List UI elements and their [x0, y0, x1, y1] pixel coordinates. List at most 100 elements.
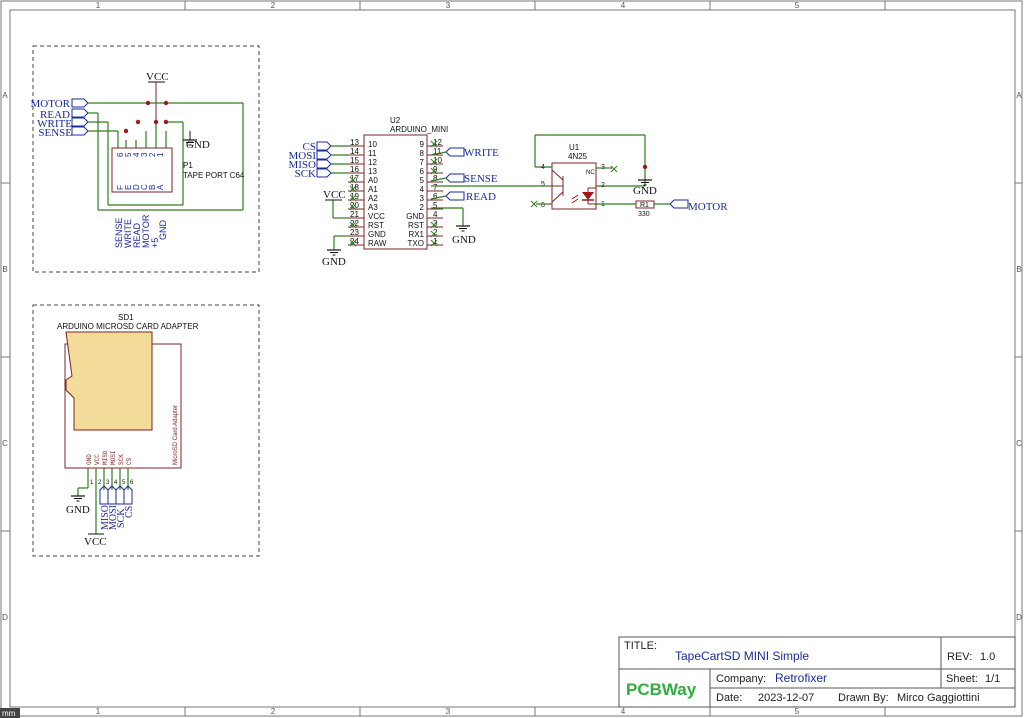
- opto-pin-6: 6: [541, 202, 545, 209]
- ard-rname-8: 8: [420, 149, 425, 158]
- tape-name: TAPE PORT C64: [183, 171, 245, 180]
- ard-lnum-21: 21: [350, 210, 359, 219]
- sheet-label: Sheet:: [946, 673, 978, 685]
- date-value: 2023-12-07: [758, 692, 814, 704]
- sd-gnd-label: GND: [66, 504, 90, 516]
- sd-num-3: 3: [106, 480, 110, 486]
- tape-pin-a: A: [156, 184, 165, 190]
- ard-net-cs: CS: [303, 141, 316, 153]
- ard-rnum-11: 11: [433, 147, 442, 156]
- date-label: Date:: [716, 692, 742, 704]
- sheet-value: 1/1: [985, 673, 1000, 685]
- sd-num-6: 6: [130, 480, 134, 486]
- sd-net-cs: CS: [124, 506, 135, 518]
- tape-pin-6: 6: [116, 152, 125, 157]
- ard-rnum-4: 4: [433, 210, 438, 219]
- ard-lname-a3: A3: [368, 203, 378, 212]
- sd-pin-cs: CS: [126, 457, 133, 465]
- tape-ref: P1: [183, 161, 193, 170]
- company-value: Retrofixer: [775, 671, 827, 685]
- sd-vcc-label: VCC: [84, 536, 107, 548]
- ard-rname-9: 9: [420, 140, 425, 149]
- ard-rnum-7: 7: [433, 183, 438, 192]
- tape-bottom-read: READ: [132, 222, 142, 248]
- ard-rname-5: 5: [420, 176, 425, 185]
- opto-ref: U1: [569, 143, 580, 152]
- row-label-d-right: D: [1016, 613, 1022, 622]
- col-label-1: 1: [96, 1, 101, 10]
- row-label-b: B: [2, 265, 7, 274]
- ard-gnd-right: GND: [452, 234, 476, 246]
- opto-gnd-label: GND: [633, 185, 657, 197]
- ard-rname-4: 4: [420, 185, 425, 194]
- ard-rname-rx1: RX1: [408, 230, 424, 239]
- sd-net-miso: MISO: [100, 505, 111, 530]
- ard-rnum-12: 12: [433, 138, 442, 147]
- ard-lname-vcc: VCC: [368, 212, 385, 221]
- col-label-4-bottom: 4: [621, 707, 626, 716]
- opto-name: 4N25: [568, 152, 588, 161]
- tape-net-read: READ: [40, 109, 70, 121]
- tape-bottom-motor: MOTOR: [141, 214, 151, 248]
- unit-tag: mm: [2, 709, 16, 718]
- ard-lname-a2: A2: [368, 194, 378, 203]
- rev-label: REV:: [947, 651, 972, 663]
- ard-lnum-16: 16: [350, 165, 359, 174]
- row-label-b-right: B: [1016, 265, 1021, 274]
- sd-num-4: 4: [114, 480, 118, 486]
- ard-net-sense: SENSE: [464, 173, 498, 185]
- tape-pin-5: 5: [124, 152, 133, 157]
- tape-pin-2: 2: [148, 152, 157, 157]
- company-label: Company:: [716, 673, 766, 685]
- sd-name: ARDUINO MICROSD CARD ADAPTER: [57, 322, 199, 331]
- tape-bottom-gnd: GND: [158, 220, 168, 241]
- row-label-a-right: A: [1016, 91, 1022, 100]
- row-label-c: C: [2, 439, 8, 448]
- ard-rname-rst: RST: [408, 221, 424, 230]
- tape-net-motor: MOTOR: [30, 98, 70, 110]
- tape-net-write: WRITE: [37, 118, 72, 130]
- tape-vcc-label: VCC: [146, 71, 169, 83]
- ard-lname-a1: A1: [368, 185, 378, 194]
- ard-net-mosi: MOSI: [288, 150, 316, 162]
- ard-rname-7: 7: [420, 158, 425, 167]
- ard-rnum-10: 10: [433, 156, 442, 165]
- opto-nc: NC: [586, 170, 595, 176]
- ard-net-write: WRITE: [464, 147, 499, 159]
- arduino-name: ARDUINO_MINI: [390, 125, 448, 134]
- sd-num-5: 5: [122, 480, 126, 486]
- sd-side-label: MicroSD Card Adapter: [173, 405, 179, 465]
- row-label-d: D: [2, 613, 8, 622]
- ard-gnd-left: GND: [322, 256, 346, 268]
- opto-net-motor: MOTOR: [688, 201, 728, 213]
- ard-lnum-23: 23: [350, 228, 359, 237]
- col-label-1-bottom: 1: [96, 707, 101, 716]
- col-label-3-bottom: 3: [446, 707, 451, 716]
- ard-lname-12: 12: [368, 158, 377, 167]
- sd-net-mosi: MOSI: [108, 505, 119, 530]
- ard-rname-2: 2: [420, 203, 425, 212]
- sd-pin-mosi: MOSI: [110, 451, 117, 465]
- tape-port-block: VCC MOTOR READ WRITE SENSE: [30, 45, 260, 273]
- ard-net-read: READ: [466, 191, 496, 203]
- title-label: TITLE:: [624, 640, 657, 652]
- col-label-5-bottom: 5: [795, 707, 800, 716]
- tape-pin-d: D: [132, 184, 141, 190]
- ard-lname-rst: RST: [368, 221, 384, 230]
- tape-bottom-write: WRITE: [123, 219, 133, 248]
- ard-rname-gnd: GND: [406, 212, 424, 221]
- sd-ref: SD1: [118, 313, 134, 322]
- ard-lnum-15: 15: [350, 156, 359, 165]
- ard-rname-6: 6: [420, 167, 425, 176]
- tape-pin-b: B: [148, 185, 157, 190]
- sd-pin-vcc: VCC: [94, 454, 101, 465]
- sd-num-1: 1: [90, 480, 94, 486]
- drawn-value: Mirco Gaggiottini: [897, 692, 980, 704]
- col-label-4: 4: [621, 1, 626, 10]
- tape-pin-4: 4: [132, 152, 141, 157]
- ard-lname-raw: RAW: [368, 239, 387, 248]
- row-label-c-right: C: [1016, 439, 1022, 448]
- opto-pin-5: 5: [541, 181, 545, 188]
